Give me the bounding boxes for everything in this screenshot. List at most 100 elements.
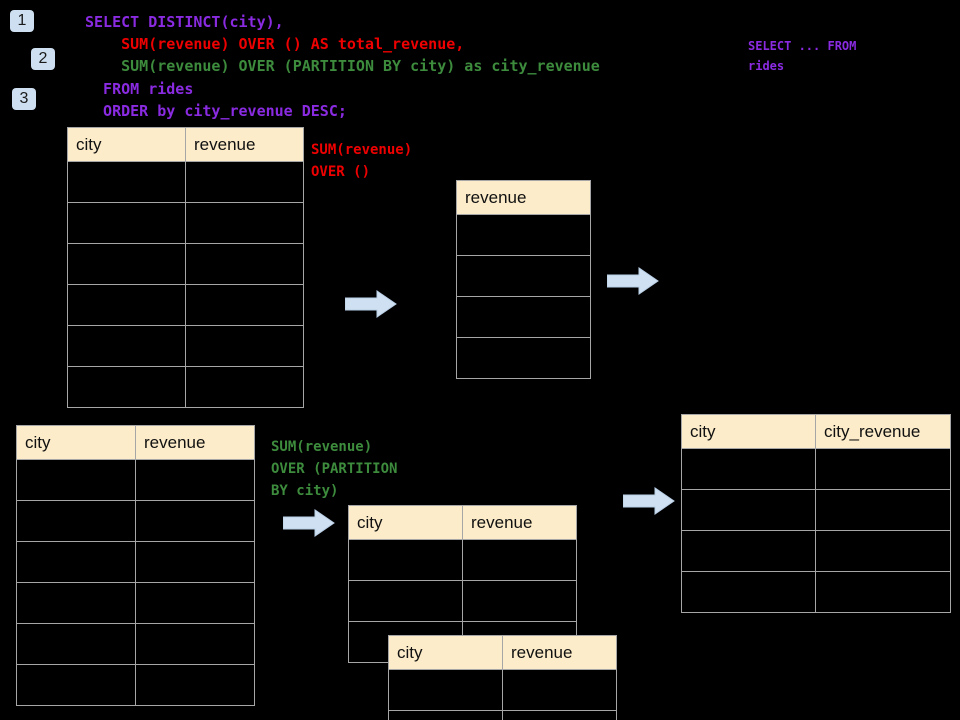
sql-line-total-revenue: SUM(revenue) OVER () AS total_revenue, xyxy=(85,35,465,53)
cell-revenue xyxy=(135,582,255,624)
sql-line-city-revenue: SUM(revenue) OVER (PARTITION BY city) as… xyxy=(85,57,600,75)
arrow-partitions-to-result-icon xyxy=(622,486,675,516)
table-row xyxy=(16,623,255,665)
cell-city xyxy=(67,161,186,203)
cell-revenue xyxy=(185,161,304,203)
cell-city xyxy=(681,448,816,490)
cell-city xyxy=(67,366,186,408)
cell-city xyxy=(67,243,186,285)
table-header-row: city revenue xyxy=(388,635,617,670)
annotation-over-partition-line-2: OVER (PARTITION xyxy=(271,461,398,477)
cell-revenue xyxy=(135,541,255,583)
cell-city xyxy=(681,530,816,572)
cell-city xyxy=(16,664,136,706)
cell-revenue xyxy=(456,214,591,256)
table-row xyxy=(67,243,304,285)
column-header-revenue: revenue xyxy=(462,505,577,540)
cell-revenue xyxy=(456,337,591,379)
table-row xyxy=(16,541,255,583)
partition-group-b: city revenue xyxy=(388,635,617,720)
cell-city-revenue xyxy=(815,530,951,572)
table-row xyxy=(16,664,255,706)
table-row xyxy=(16,582,255,624)
cell-city xyxy=(16,541,136,583)
cell-city xyxy=(16,500,136,542)
table-row xyxy=(681,448,951,490)
column-header-city: city xyxy=(388,635,503,670)
cell-revenue xyxy=(456,296,591,338)
cell-city xyxy=(16,623,136,665)
cell-city xyxy=(681,489,816,531)
cell-city-revenue xyxy=(815,571,951,613)
table-header-row: revenue xyxy=(456,180,591,215)
table-row xyxy=(456,214,591,256)
cell-revenue xyxy=(462,580,577,622)
cell-revenue xyxy=(135,623,255,665)
table-row xyxy=(348,580,577,622)
total-revenue-table: revenue xyxy=(456,180,591,379)
step-badge-1[interactable]: 1 xyxy=(10,10,34,32)
cell-city xyxy=(348,580,463,622)
table-row xyxy=(16,459,255,501)
table-header-row: city city_revenue xyxy=(681,414,951,449)
column-header-revenue: revenue xyxy=(185,127,304,162)
annotation-over-empty-line-1: SUM(revenue) xyxy=(311,142,413,158)
table-header-row: city revenue xyxy=(16,425,255,460)
cell-city xyxy=(67,284,186,326)
table-row xyxy=(16,500,255,542)
cell-revenue xyxy=(185,243,304,285)
column-header-revenue: revenue xyxy=(502,635,617,670)
cell-revenue xyxy=(185,325,304,367)
table-row xyxy=(681,489,951,531)
table-row xyxy=(456,255,591,297)
table-row xyxy=(67,366,304,408)
annotation-over-partition-line-3: BY city) xyxy=(271,483,339,499)
column-header-revenue: revenue xyxy=(135,425,255,460)
step-badge-2[interactable]: 2 xyxy=(31,48,55,70)
cell-city-revenue xyxy=(815,489,951,531)
table-row xyxy=(456,337,591,379)
cell-revenue xyxy=(135,459,255,501)
cell-city xyxy=(388,669,503,711)
column-header-revenue: revenue xyxy=(456,180,591,215)
cell-revenue xyxy=(456,255,591,297)
sql-line-select-distinct: SELECT DISTINCT(city), xyxy=(85,13,284,31)
cell-revenue xyxy=(185,202,304,244)
column-header-city-revenue: city_revenue xyxy=(815,414,951,449)
cell-city xyxy=(16,459,136,501)
table-row xyxy=(67,284,304,326)
side-note-line-2: rides xyxy=(748,59,785,73)
arrow-source-to-partitions-icon xyxy=(282,508,335,538)
table-row xyxy=(67,325,304,367)
column-header-city: city xyxy=(348,505,463,540)
cell-city-revenue xyxy=(815,448,951,490)
column-header-city: city xyxy=(67,127,186,162)
rides-source-table: city revenue xyxy=(67,127,304,408)
column-header-city: city xyxy=(16,425,136,460)
column-header-city: city xyxy=(681,414,816,449)
table-header-row: city revenue xyxy=(348,505,577,540)
sql-line-from-rides: FROM rides xyxy=(85,80,194,98)
cell-city xyxy=(16,582,136,624)
table-row xyxy=(681,571,951,613)
side-note-line-1: SELECT ... FROM xyxy=(748,39,857,53)
cell-city xyxy=(67,325,186,367)
arrow-total-to-result-icon xyxy=(606,266,659,296)
final-result-table: city city_revenue xyxy=(681,414,951,613)
cell-revenue xyxy=(135,500,255,542)
table-row xyxy=(388,710,617,720)
table-row xyxy=(681,530,951,572)
table-row xyxy=(388,669,617,711)
cell-city xyxy=(681,571,816,613)
table-header-row: city revenue xyxy=(67,127,304,162)
cell-revenue xyxy=(502,710,617,720)
table-row xyxy=(456,296,591,338)
sql-line-order-by: ORDER by city_revenue DESC; xyxy=(85,102,347,120)
cell-revenue xyxy=(185,284,304,326)
step-badge-3[interactable]: 3 xyxy=(12,88,36,110)
table-row xyxy=(348,539,577,581)
cell-city xyxy=(348,539,463,581)
annotation-over-empty-line-2: OVER () xyxy=(311,164,371,180)
table-row xyxy=(67,202,304,244)
